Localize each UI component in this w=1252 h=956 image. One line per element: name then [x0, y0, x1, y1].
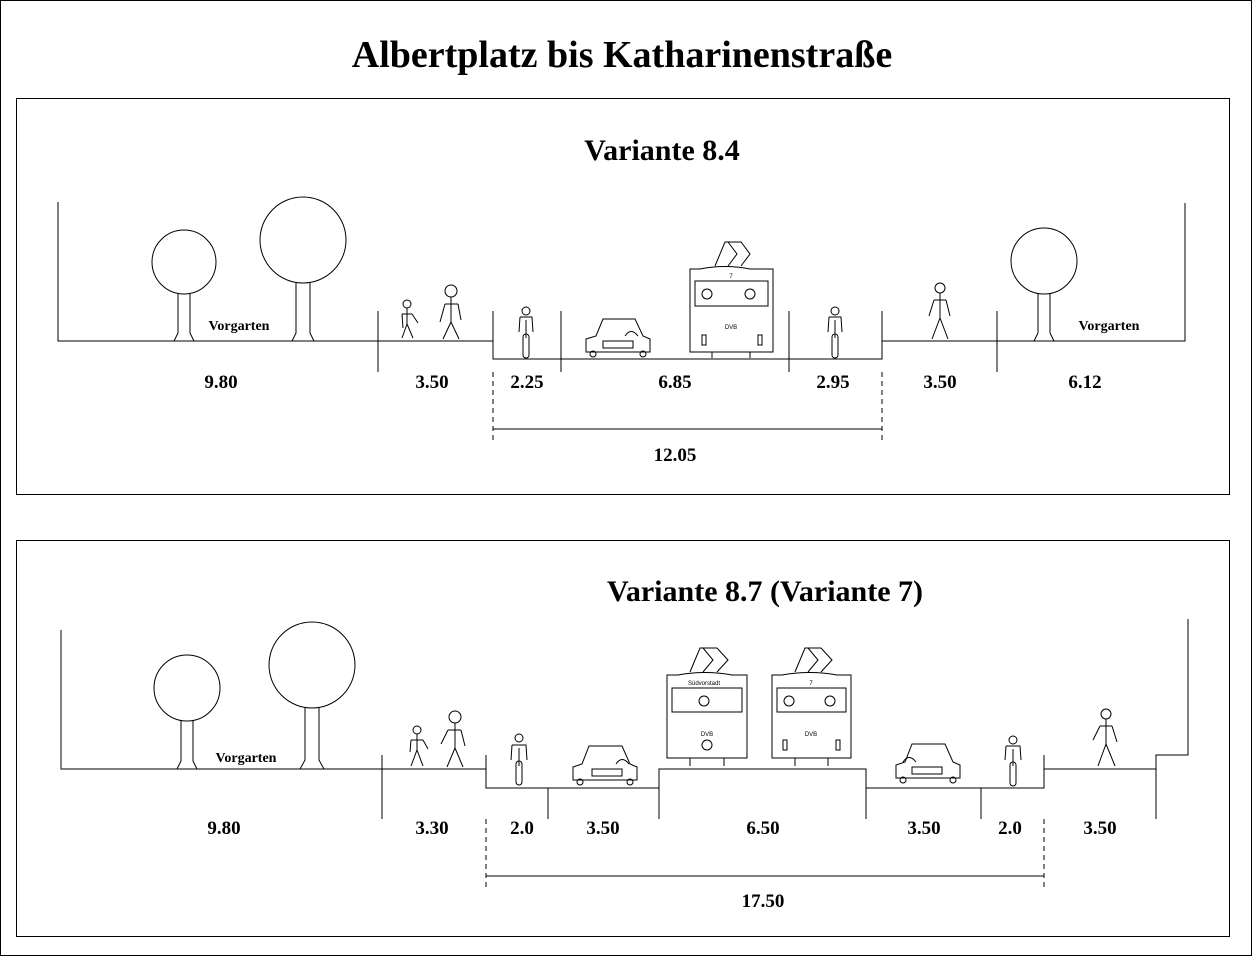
tram-icon: [772, 648, 851, 766]
pedestrian-icon: [410, 726, 428, 766]
panel-2-dividers: [382, 755, 1156, 890]
cyclist-icon: [519, 307, 533, 358]
tram-number-label: 7: [729, 274, 733, 280]
panel-2-frame: [17, 541, 1230, 937]
tram-icon: [667, 648, 747, 766]
panel-1-dimension: 3.50: [923, 372, 956, 393]
panel-2-total: 17.50: [742, 891, 785, 912]
tram-destination-label: Südvorstadt: [688, 681, 720, 687]
tram-operator-label: DVB: [701, 732, 713, 738]
car-icon: [896, 744, 960, 783]
panel-2-dimension: 3.50: [1083, 818, 1116, 839]
pedestrian-icon: [402, 300, 418, 338]
panel-1-dimension: 3.50: [415, 372, 448, 393]
pedestrian-icon: [929, 283, 950, 339]
pedestrian-icon: [441, 711, 465, 767]
panel-1-total: 12.05: [654, 445, 697, 466]
tree-icon: [154, 655, 220, 769]
cyclist-icon: [1005, 736, 1021, 786]
panel-2-dimension: 3.50: [586, 818, 619, 839]
tree-icon: [1011, 228, 1077, 341]
panel-1-ground-profile: [58, 202, 1185, 359]
pedestrian-icon: [1093, 709, 1117, 766]
tram-operator-label: DVB: [725, 325, 737, 331]
car-icon: [573, 746, 637, 785]
tree-icon: [152, 230, 216, 341]
panel-1-dimension: 2.95: [816, 372, 849, 393]
panel-1-dimension: 9.80: [204, 372, 237, 393]
panel-1-dimension: 6.12: [1068, 372, 1101, 393]
tree-icon: [260, 197, 346, 341]
panel-1-title: Variante 8.4: [584, 134, 740, 167]
cyclist-icon: [828, 307, 842, 358]
panel-2-dimension: 3.30: [415, 818, 448, 839]
panel-2-title: Variante 8.7 (Variante 7): [607, 575, 923, 608]
pedestrian-icon: [440, 285, 461, 339]
panel-variante-8-7: Variante 8.7 (Variante 7) Vorgarten: [17, 541, 1230, 937]
panel-2-dimension: 6.50: [746, 818, 779, 839]
panel-2-dimension: 2.0: [998, 818, 1022, 839]
tram-number-label: 7: [809, 681, 813, 687]
panel-1-dividers: [378, 311, 997, 444]
panel-1-label-vorgarten-right: Vorgarten: [1079, 319, 1140, 334]
panel-2-dimension: 9.80: [207, 818, 240, 839]
tree-icon: [269, 622, 355, 769]
main-title: Albertplatz bis Katharinenstraße: [352, 34, 892, 76]
panel-1-frame: [17, 99, 1230, 495]
panel-1-dimension: 2.25: [510, 372, 543, 393]
cyclist-icon: [511, 734, 527, 785]
panel-1-dimension: 6.85: [658, 372, 691, 393]
panel-2-ground-profile: [61, 619, 1188, 788]
panel-2-label-vorgarten: Vorgarten: [216, 751, 277, 766]
car-icon: [586, 319, 650, 357]
panel-1-label-vorgarten-left: Vorgarten: [209, 319, 270, 334]
panel-variante-8-4: Variante 8.4 Vorgarten Vor: [17, 99, 1230, 495]
panel-2-dimension: 3.50: [907, 818, 940, 839]
panel-2-dimension: 2.0: [510, 818, 534, 839]
tram-icon: [690, 242, 773, 358]
tram-operator-label: DVB: [805, 732, 817, 738]
